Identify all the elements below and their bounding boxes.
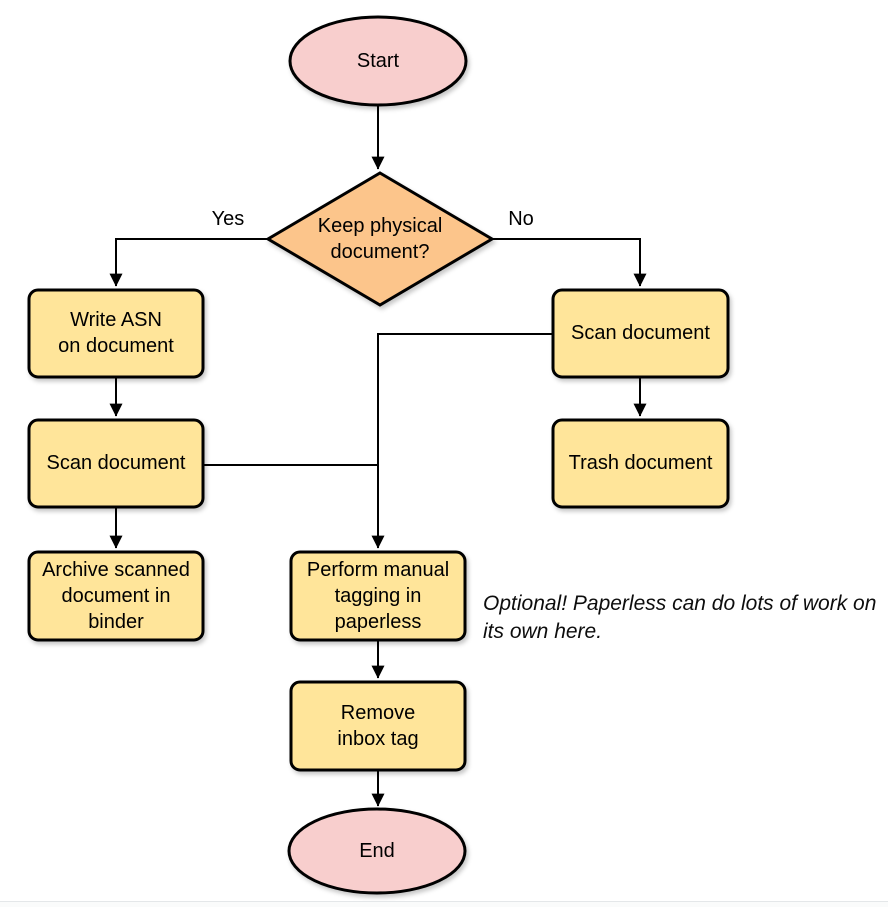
scan-right-node-shape [551,288,730,379]
optional-note: Optional! Paperless can do lots of work … [483,592,877,643]
decision-node-shape [265,171,495,307]
start-node-shape [288,15,468,107]
edge-decision-no-to-scan-right [493,238,647,287]
trash-node-shape [551,418,730,509]
edge-label-yes: Yes [211,208,245,230]
edge-scan-right-to-manual-tagging [371,333,552,549]
write-asn-node-label: Write ASN on document [58,309,174,357]
trash-node-label: Trash document [568,452,713,474]
write-asn-node-shape [27,288,205,379]
archive-node-label: Archive scanned document in binder [42,559,190,633]
remove-inbox-node-shape [289,680,467,772]
remove-inbox-node-label: Remove inbox tag [337,702,419,750]
page-bottom-edge [0,901,888,907]
decision-node-label: Keep physical document? [317,215,443,263]
end-node-label: End [359,840,395,862]
scan-left-node-label: Scan document [46,452,186,474]
start-node-label: Start [356,50,400,72]
end-node-shape [287,807,467,895]
manual-tagging-node-shape [289,550,467,642]
shapes [27,15,730,895]
scan-right-node-label: Scan document [571,322,710,344]
edge-label-no: No [508,208,534,230]
manual-tagging-node-label: Perform manual tagging in paperless [306,559,450,633]
edges [109,105,647,807]
archive-node-shape [27,550,205,642]
edge-decision-yes-to-write-asn [109,238,267,287]
scan-left-node-shape [27,418,205,509]
